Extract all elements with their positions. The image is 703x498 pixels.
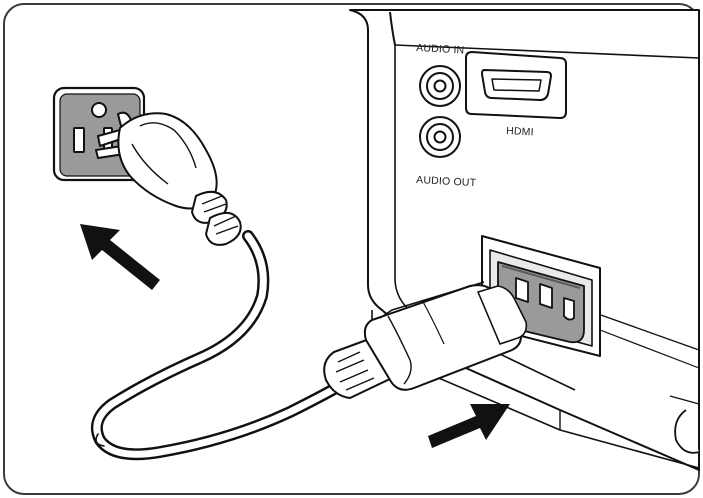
audio-out-label: AUDIO OUT: [416, 174, 477, 189]
audio-in-label: AUDIO IN: [416, 42, 465, 57]
iec-connector: [323, 281, 528, 399]
arrow-up-left-icon: [80, 224, 160, 290]
arrow-up-right-icon: [428, 404, 510, 448]
wall-plug: [95, 111, 242, 246]
audio-in-jack: [419, 65, 461, 107]
hdmi-port: [465, 51, 567, 119]
power-cord: [91, 230, 352, 461]
audio-out-jack: [419, 116, 461, 158]
hdmi-label: HDMI: [506, 125, 534, 138]
